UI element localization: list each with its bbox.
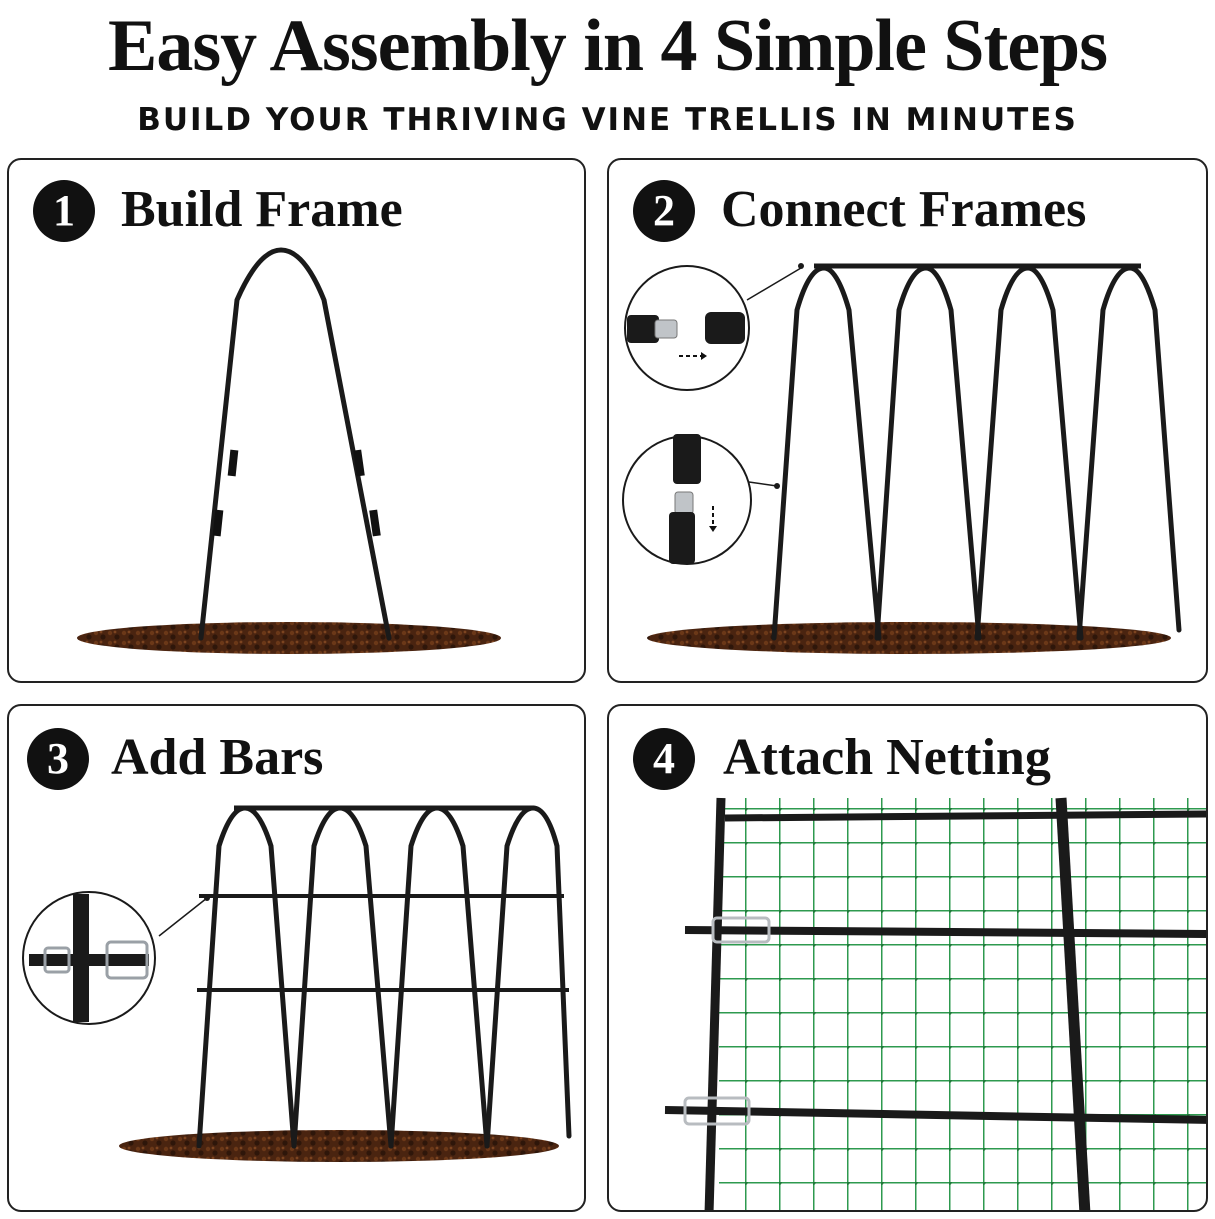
netting <box>719 798 1206 1210</box>
step-1-header: 1 Build Frame <box>9 160 584 260</box>
step-3-label: Add Bars <box>111 729 324 786</box>
step-2-header: 2 Connect Frames <box>609 160 1206 260</box>
step-4-header: 4 Attach Netting <box>609 706 1206 806</box>
step-3-number-badge: 3 <box>27 728 89 790</box>
soil-bed <box>119 1130 559 1162</box>
step-2-panel: 2 Connect Frames <box>607 158 1208 683</box>
step-1-number-badge: 1 <box>33 180 95 242</box>
add-bars-illustration <box>22 805 572 1162</box>
step-4-panel: 4 Attach Netting <box>607 704 1208 1212</box>
step-1-label: Build Frame <box>121 181 403 238</box>
step-4-number-badge: 4 <box>633 728 695 790</box>
step-2-number-badge: 2 <box>633 180 695 242</box>
page-subtitle: BUILD YOUR THRIVING VINE TRELLIS IN MINU… <box>137 102 1078 138</box>
arch-frame <box>198 247 392 641</box>
page-title: Easy Assembly in 4 Simple Steps <box>107 5 1108 87</box>
netting-bar-upper <box>684 926 1206 938</box>
connect-frames-illustration <box>622 263 1182 654</box>
soil-bed <box>77 622 501 654</box>
attach-netting-illustration <box>664 797 1206 1210</box>
connector-detail-circle <box>624 265 750 391</box>
step-3-panel: 3 Add Bars <box>7 704 586 1212</box>
step-4-label: Attach Netting <box>723 729 1051 786</box>
step-2-label: Connect Frames <box>721 181 1087 238</box>
step-1-panel: 1 Build Frame <box>7 158 586 683</box>
netting-bar-lower <box>664 1106 1206 1124</box>
soil-bed <box>647 622 1171 654</box>
build-frame-illustration <box>77 247 501 654</box>
step-3-header: 3 Add Bars <box>9 706 584 806</box>
